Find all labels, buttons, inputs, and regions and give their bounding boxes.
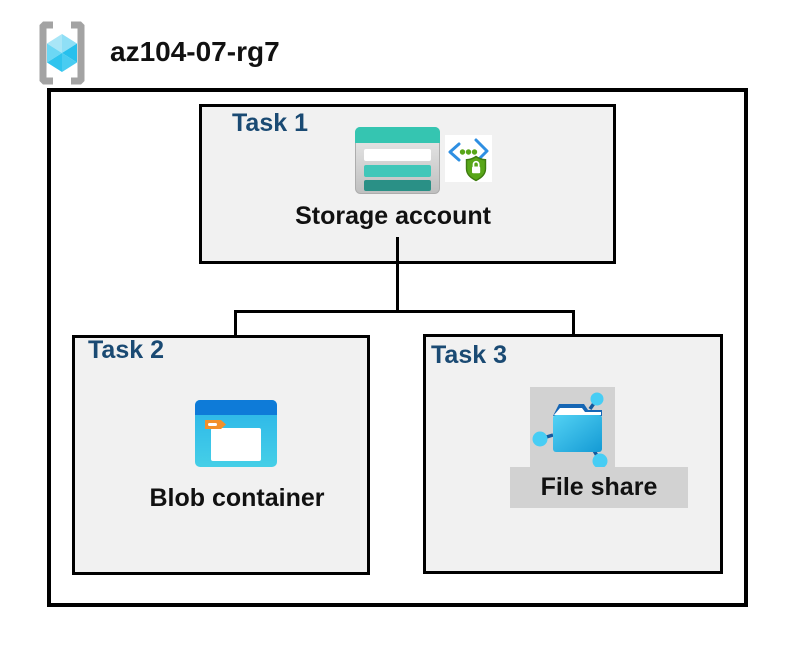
task3-resource-label: File share <box>540 473 658 501</box>
task2-label: Task 2 <box>88 336 164 364</box>
secure-access-icon <box>445 135 492 182</box>
task2-resource-label: Blob container <box>149 484 325 512</box>
task1-label: Task 1 <box>232 109 308 137</box>
file-share-icon <box>530 387 615 469</box>
task1-resource-label: Storage account <box>295 202 491 230</box>
blob-container-icon <box>195 400 277 467</box>
fileshare-label-highlight <box>510 467 688 508</box>
connector-storage-stem <box>396 237 399 313</box>
storage-account-icon <box>355 127 440 194</box>
task3-label: Task 3 <box>431 341 507 369</box>
resource-group-icon <box>31 21 93 85</box>
connector-horizontal <box>234 310 575 313</box>
resource-group-name: az104-07-rg7 <box>110 36 280 67</box>
